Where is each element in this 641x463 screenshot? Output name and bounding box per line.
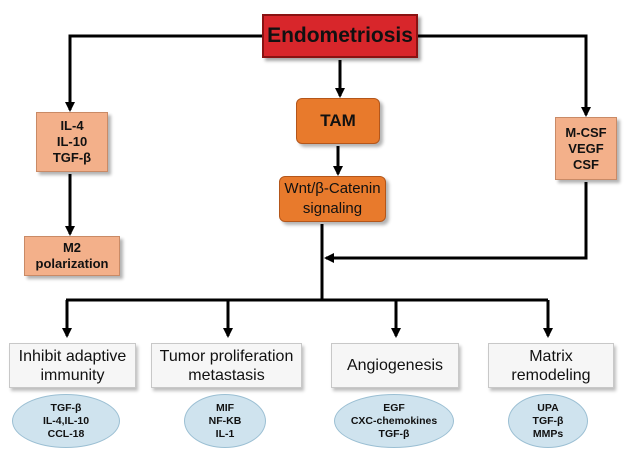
cytokine-item: IL-10 <box>56 134 88 149</box>
outcome-title-line: Matrix <box>529 347 573 365</box>
endometriosis-node: Endometriosis <box>262 14 418 58</box>
tam-node: TAM <box>296 98 380 144</box>
outcome-matrix-box: Matrix remodeling <box>488 343 614 388</box>
outcome-immunity-box: Inhibit adaptive immunity <box>9 343 136 388</box>
outcome-title-line: Angiogenesis <box>346 357 444 374</box>
marker-item: TGF-β <box>532 414 564 427</box>
cytokine-item: M-CSF <box>565 124 607 140</box>
arrow-root-to-right-cytokines <box>418 34 591 117</box>
marker-item: IL-1 <box>215 427 235 440</box>
m2-label-line-2: polarization <box>35 256 109 271</box>
outcome-title-line: remodeling <box>511 366 591 384</box>
wnt-label-line-1: Wnt/β-Catenin <box>284 180 381 197</box>
outcome-title-line: Inhibit adaptive <box>18 347 127 365</box>
angiogenesis-markers-ellipse: EGF CXC-chemokines TGF-β <box>334 394 454 448</box>
marker-item: IL-4,IL-10 <box>42 414 90 427</box>
arrow-root-to-left-cytokines <box>65 34 262 112</box>
marker-item: MMPs <box>532 427 564 440</box>
right-cytokines-node: M-CSF VEGF CSF <box>555 117 617 180</box>
marker-item: NF-KB <box>208 414 242 427</box>
marker-item: MIF <box>215 401 235 414</box>
marker-item: CXC-chemokines <box>350 414 438 427</box>
proliferation-markers-ellipse: MIF NF-KB IL-1 <box>184 394 266 448</box>
marker-item: TGF-β <box>50 401 82 414</box>
marker-item: UPA <box>537 401 559 414</box>
outcome-angiogenesis-box: Angiogenesis <box>331 343 459 388</box>
outcome-title-line: metastasis <box>188 366 265 384</box>
left-cytokines-node: IL-4 IL-10 TGF-β <box>36 112 108 172</box>
outcome-title-line: immunity <box>40 366 105 384</box>
wnt-label-line-2: signaling <box>302 200 363 217</box>
marker-item: TGF-β <box>378 427 410 440</box>
cytokine-item: TGF-β <box>52 150 92 165</box>
m2-label-line-1: M2 <box>62 240 82 255</box>
endometriosis-label: Endometriosis <box>267 24 413 47</box>
matrix-markers-ellipse: UPA TGF-β MMPs <box>508 394 588 448</box>
outcome-proliferation-box: Tumor proliferation metastasis <box>151 343 302 388</box>
tam-label: TAM <box>320 111 356 130</box>
marker-item: CCL-18 <box>47 427 85 440</box>
m2-polarization-node: M2 polarization <box>24 236 120 276</box>
cytokine-item: CSF <box>573 156 599 172</box>
immunity-markers-ellipse: TGF-β IL-4,IL-10 CCL-18 <box>12 394 120 448</box>
wnt-signaling-node: Wnt/β-Catenin signaling <box>279 176 386 222</box>
outcome-title-line: Tumor proliferation <box>159 347 294 365</box>
marker-item: EGF <box>383 401 405 414</box>
cytokine-item: IL-4 <box>60 118 84 133</box>
arrow-right-cytokines-to-trunk <box>324 182 588 263</box>
cytokine-item: VEGF <box>568 140 604 156</box>
